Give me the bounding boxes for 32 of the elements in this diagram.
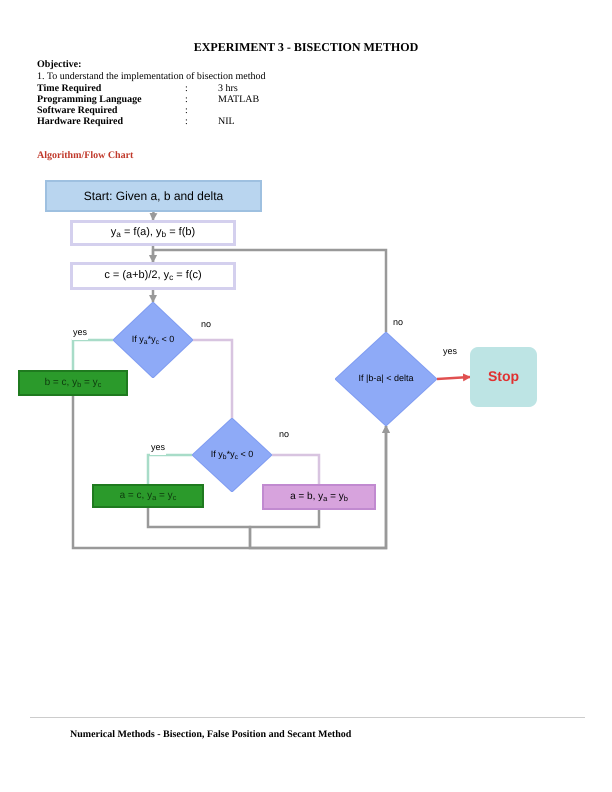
decision-diamond: If y$_{b}$*y$_{c}$ < 0 [192, 418, 272, 492]
connector-arrow [149, 290, 157, 303]
connector-arrow [248, 425, 390, 550]
colon: : [185, 93, 188, 107]
process-box: a = b, y$_{a}$ = y$_{b}$ [262, 484, 376, 510]
process-box: a = c, y$_{a}$ = y$_{c}$ [92, 484, 204, 508]
connector-arrow [436, 373, 471, 382]
requirement-value: 3 hrs [218, 82, 238, 95]
decision-diamond: If y$_{a}$*y$_{c}$ < 0 [113, 302, 193, 378]
colon: : [185, 104, 188, 118]
connector-arrow [149, 248, 388, 332]
section-heading: Algorithm/Flow Chart [37, 149, 134, 163]
process-box: b = c, y$_{b}$ = y$_{c}$ [18, 370, 128, 396]
connector-arrow [72, 338, 113, 370]
connector-arrow [149, 212, 158, 221]
requirement-label: Time Required [37, 82, 102, 95]
objective-heading: Objective: [37, 58, 82, 72]
process-box: c = (a+b)/2, y$_{c}$ = f(c) [70, 262, 236, 290]
page-title: EXPERIMENT 3 - BISECTION METHOD [192, 39, 420, 56]
requirement-label: Software Required [37, 104, 118, 117]
colon: : [185, 115, 188, 129]
objective-item: 1. To understand the implementation of bisection method [37, 70, 266, 84]
requirement-label: Programming Language [37, 94, 142, 106]
requirement-label: Hardware Required [37, 116, 124, 129]
requirement-value: NIL [218, 115, 235, 129]
footer-text: Numerical Methods - Bisection, False Position and Secant Method [70, 728, 352, 742]
requirement-value: MATLAB [218, 93, 260, 107]
decision-diamond: If |b-a| < delta [335, 332, 437, 426]
stop-box: Stop [470, 347, 537, 407]
start-box: Start: Given a, b and delta [45, 180, 262, 212]
colon: : [185, 82, 188, 96]
process-box: y$_{a}$ = f(a), y$_{b}$ = f(b) [70, 220, 236, 246]
